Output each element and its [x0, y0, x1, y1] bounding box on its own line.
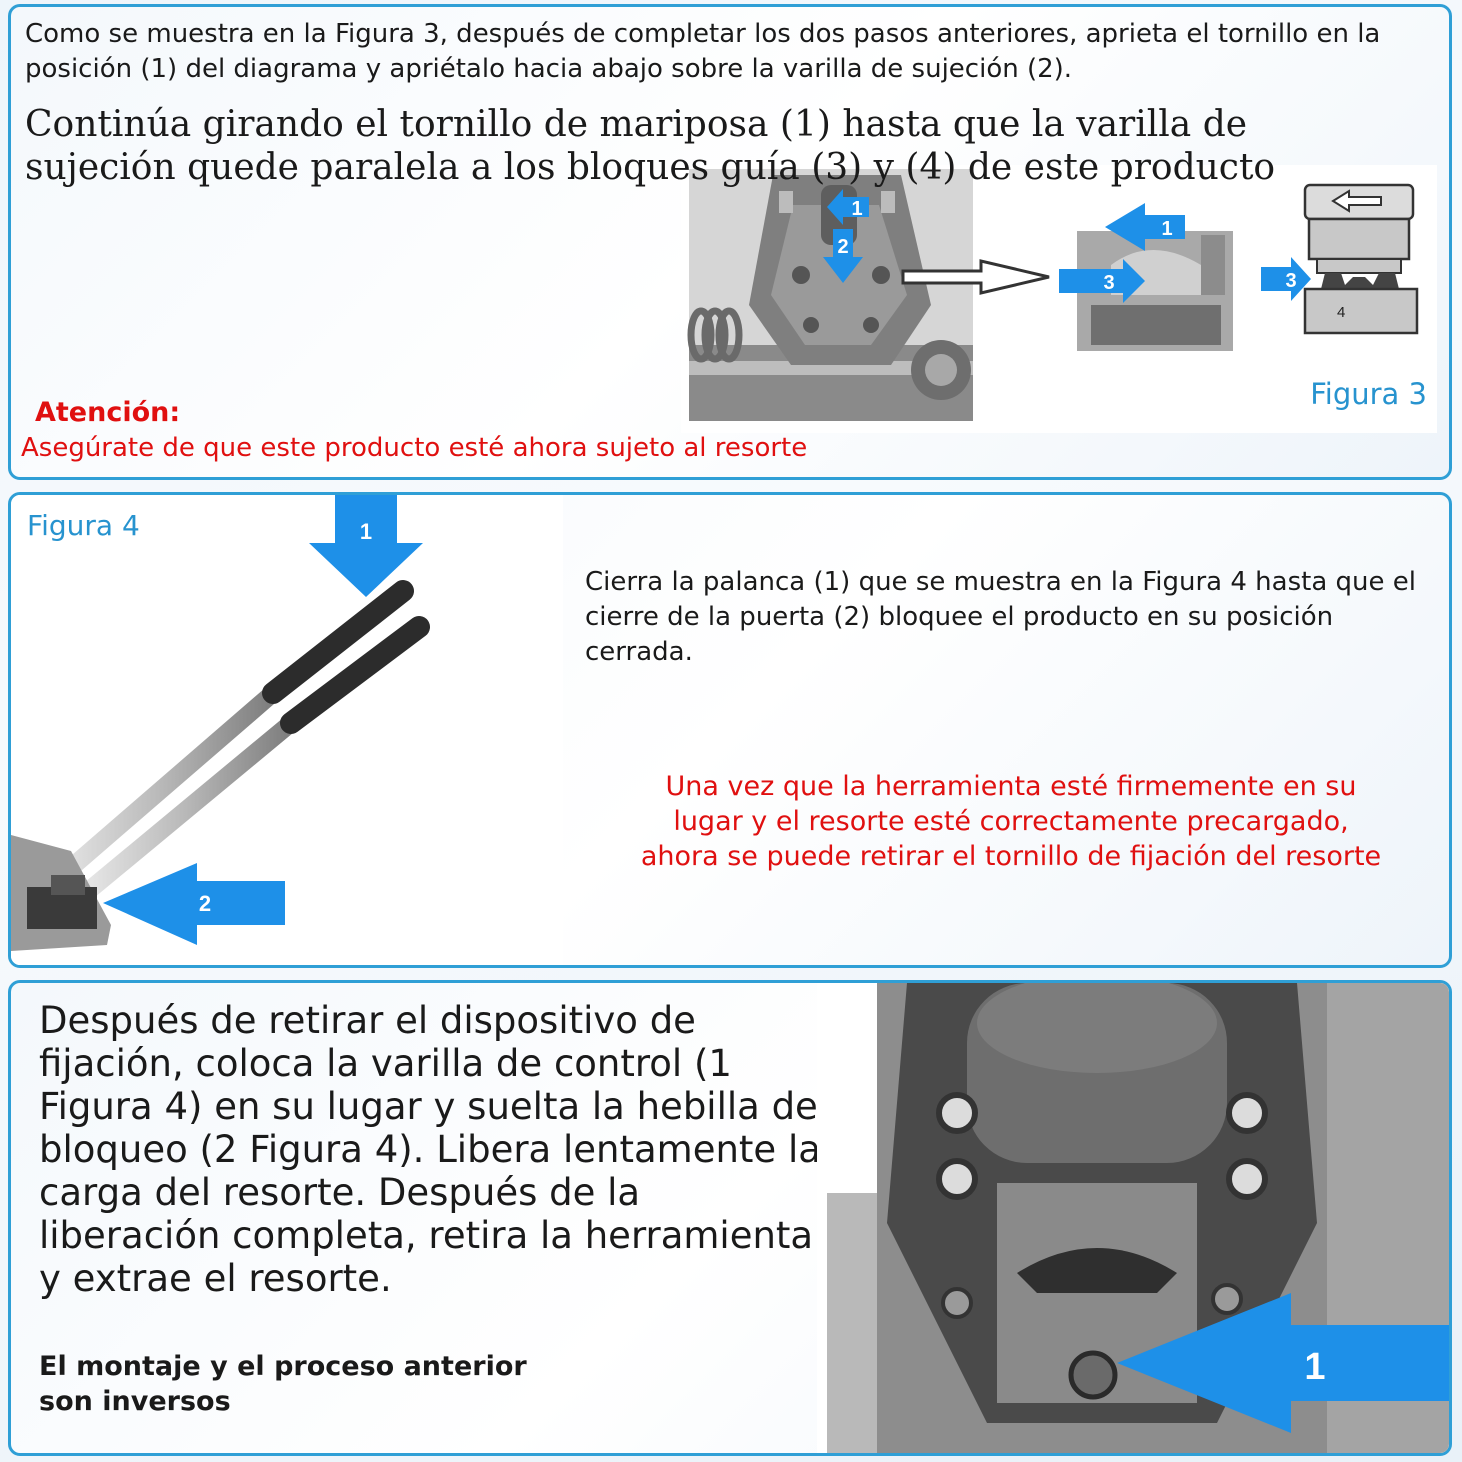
lever-instruction-text: Cierra la palanca (1) que se muestra en … [585, 567, 1416, 667]
tool-base [11, 835, 111, 951]
step-panel-figure-4: 1 2 Figura 4 Cierra la palanca (1) que s… [8, 492, 1452, 968]
intro-text: Como se muestra en la Figura 3, después … [25, 19, 1381, 84]
svg-text:2: 2 [837, 236, 848, 258]
svg-text:4: 4 [1337, 304, 1345, 321]
svg-text:1: 1 [360, 519, 372, 544]
svg-text:1: 1 [1161, 218, 1172, 240]
attention-title: Atención: [35, 397, 181, 428]
figure-4-drawing: 1 2 [11, 495, 430, 951]
arrow-callout-1-detail: 1 [1105, 203, 1185, 251]
assembly-note: El montaje y el proceso anterior son inv… [39, 1351, 527, 1417]
svg-text:1: 1 [851, 198, 862, 220]
main-heading: Continúa girando el tornillo de mariposa… [25, 104, 1276, 188]
arrow-callout-1: 1 [827, 189, 869, 225]
step-panel-release: Después de retirar el dispositivo de fij… [8, 980, 1452, 1456]
arrow-callout-1: 1 [1117, 1293, 1449, 1433]
connector-arrow [901, 259, 1050, 295]
schematic-diagram: 4 [1303, 183, 1419, 335]
figure-4-label: Figura 4 [27, 509, 140, 542]
release-photo: 1 [817, 983, 1449, 1453]
figure-3-label: Figura 3 [1310, 377, 1427, 411]
warning-text: Una vez que la herramienta esté firmemen… [640, 771, 1382, 872]
svg-text:2: 2 [199, 891, 211, 916]
arrow-callout-2: 2 [103, 863, 285, 945]
release-instruction-text: Después de retirar el dispositivo de fij… [39, 999, 821, 1300]
lever-handles [42, 580, 430, 906]
arrow-callout-2: 2 [823, 229, 863, 283]
figure-3-illustration: 1 2 1 3 [681, 165, 1437, 433]
figure-3-drawing: 1 2 1 3 [687, 169, 1419, 421]
svg-text:1: 1 [1304, 1346, 1325, 1388]
svg-text:3: 3 [1285, 270, 1296, 292]
arrow-callout-3-detail: 3 [1059, 259, 1145, 303]
arrow-callout-3-schematic: 3 [1261, 257, 1311, 301]
attention-text: Asegúrate de que este producto esté ahor… [21, 433, 808, 463]
svg-text:3: 3 [1103, 272, 1114, 294]
release-photo-drawing: 1 [817, 983, 1449, 1453]
step-panel-figure-3: Como se muestra en la Figura 3, después … [8, 4, 1452, 480]
figure-4-illustration: 1 2 [11, 495, 563, 965]
arrow-callout-1: 1 [309, 495, 423, 597]
